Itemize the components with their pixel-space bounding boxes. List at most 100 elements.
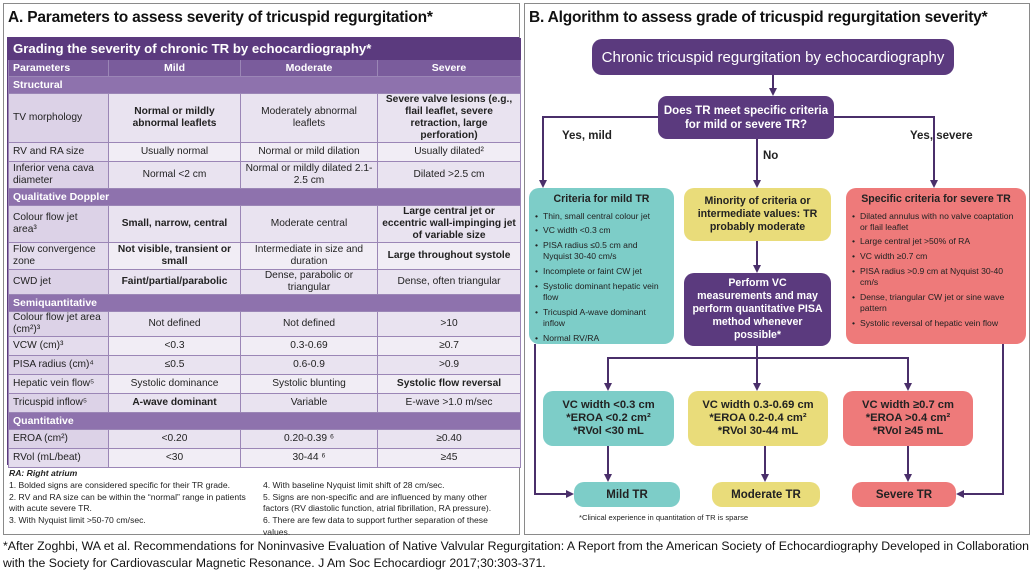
mild-cell: Usually normal — [108, 142, 241, 162]
param-cell: Colour flow jet area (cm²)³ — [8, 311, 109, 337]
criteria-severe-item: VC width ≥0.7 cm — [852, 251, 1020, 263]
citation: *After Zoghbi, WA et al. Recommendations… — [3, 539, 1029, 570]
section-row: Structural — [7, 76, 522, 94]
criteria-moderate-box: Minority of criteria or intermediate val… — [684, 188, 831, 241]
moderate-cell: 30-44 ⁶ — [240, 448, 378, 468]
note-5: 5. Signs are non-specific and are influe… — [263, 491, 492, 514]
moderate-cell: 0.20-0.39 ⁶ — [240, 429, 378, 449]
criteria-severe-item: Systolic reversal of hepatic vein flow — [852, 318, 1020, 330]
branch-label-severe: Yes, severe — [910, 130, 973, 142]
moderate-cell: 0.3-0.69 — [240, 336, 378, 356]
param-cell: Inferior vena cava diameter — [8, 161, 109, 189]
criteria-mild-title: Criteria for mild TR — [553, 193, 650, 205]
mild-cell: <0.3 — [108, 336, 241, 356]
table-row: Flow convergence zone Not visible, trans… — [8, 242, 522, 270]
param-cell: Flow convergence zone — [8, 242, 109, 270]
vc-mild-line: VC width <0.3 cm — [562, 398, 655, 411]
mild-cell: Not defined — [108, 311, 241, 337]
arrow-vc-to-vc-severe — [757, 357, 912, 391]
table-row: PISA radius (cm)⁴ ≤0.5 0.6-0.9 >0.9 — [8, 355, 522, 375]
vc-severe-line: *EROA >0.4 cm² — [865, 411, 951, 424]
table-row: Tricuspid inflow⁵ A-wave dominant Variab… — [8, 393, 522, 413]
criteria-severe-box: Specific criteria for severe TR Dilated … — [846, 188, 1026, 344]
note-4: 4. With baseline Nyquist limit shift of … — [263, 479, 445, 490]
table-notes: RA: Right atrium 1. Bolded signs are con… — [9, 468, 517, 539]
vc-moderate-box: VC width 0.3-0.69 cm *EROA 0.2-0.4 cm² *… — [688, 391, 828, 446]
criteria-mild-item: VC width <0.3 cm — [535, 225, 668, 237]
table-title: Grading the severity of chronic TR by ec… — [7, 38, 522, 60]
note-6: 6. There are few data to support further… — [263, 515, 488, 537]
moderate-cell: Systolic blunting — [240, 374, 378, 394]
severe-cell: Large central jet or eccentric wall-impi… — [376, 205, 522, 243]
severe-cell: ≥0.40 — [376, 429, 522, 449]
col-header-parameters: Parameters — [8, 59, 109, 77]
severe-cell: Large throughout systole — [376, 242, 522, 270]
mild-cell: Faint/partial/parabolic — [108, 269, 241, 295]
param-cell: EROA (cm²) — [8, 429, 109, 449]
moderate-cell: Normal or mildly dilated 2.1-2.5 cm — [240, 161, 378, 189]
table-row: Inferior vena cava diameter Normal <2 cm… — [8, 161, 522, 189]
col-header-severe: Severe — [376, 59, 522, 77]
table-row: Colour flow jet area³ Small, narrow, cen… — [8, 205, 522, 243]
table-row: TV morphology Normal or mildly abnormal … — [8, 93, 522, 143]
param-cell: CWD jet — [8, 269, 109, 295]
criteria-severe-item: Large central jet >50% of RA — [852, 236, 1020, 248]
moderate-cell: 0.6-0.9 — [240, 355, 378, 375]
mild-cell: Normal <2 cm — [108, 161, 241, 189]
notes-right: 4. With baseline Nyquist limit shift of … — [263, 480, 517, 539]
vc-mild-line: *EROA <0.2 cm² — [566, 411, 651, 424]
severe-cell: Systolic flow reversal — [376, 374, 522, 394]
severe-cell: Dense, often triangular — [376, 269, 522, 295]
outcome-severe-tr: Severe TR — [852, 482, 956, 507]
criteria-severe-item: PISA radius >0.9 cm at Nyquist 30-40 cm/… — [852, 266, 1020, 289]
vc-mild-box: VC width <0.3 cm *EROA <0.2 cm² *RVol <3… — [543, 391, 674, 446]
algo-footnote: *Clinical experience in quantitation of … — [579, 513, 749, 522]
severity-table-wrap: Grading the severity of chronic TR by ec… — [7, 37, 522, 468]
flow-arrows — [534, 75, 1004, 498]
mild-cell: A-wave dominant — [108, 393, 241, 413]
criteria-mild-item: Normal RV/RA — [535, 333, 668, 345]
severe-cell: Severe valve lesions (e.g., flail leafle… — [376, 93, 522, 143]
severe-cell: E-wave >1.0 m/sec — [376, 393, 522, 413]
table-row: Hepatic vein flow⁵ Systolic dominance Sy… — [8, 374, 522, 394]
table-row: CWD jet Faint/partial/parabolic Dense, p… — [8, 269, 522, 295]
moderate-cell: Intermediate in size and duration — [240, 242, 378, 270]
algo-start-node: Chronic tricuspid regurgitation by echoc… — [592, 39, 954, 75]
panel-b-title: B. Algorithm to assess grade of tricuspi… — [529, 9, 988, 26]
moderate-cell: Dense, parabolic or triangular — [240, 269, 378, 295]
severe-cell: ≥45 — [376, 448, 522, 468]
criteria-severe-item: Dilated annulus with no valve coaptation… — [852, 211, 1020, 234]
criteria-severe-title: Specific criteria for severe TR — [861, 193, 1011, 205]
vc-moderate-line: VC width 0.3-0.69 cm — [702, 398, 814, 411]
arrow-mild-criteria-to-out — [534, 344, 574, 498]
criteria-mild-item: PISA radius ≤0.5 cm and Nyquist 30-40 cm… — [535, 240, 668, 263]
section-structural: Structural — [7, 76, 522, 94]
severe-cell: >10 — [376, 311, 522, 337]
param-cell: VCW (cm)³ — [8, 336, 109, 356]
moderate-cell: Moderately abnormal leaflets — [240, 93, 378, 143]
panel-a-title: A. Parameters to assess severity of tric… — [8, 9, 433, 26]
table-header-row: Parameters Mild Moderate Severe — [8, 59, 522, 77]
criteria-mild-item: Systolic dominant hepatic vein flow — [535, 281, 668, 304]
param-cell: Hepatic vein flow⁵ — [8, 374, 109, 394]
vc-moderate-line: *EROA 0.2-0.4 cm² — [709, 411, 807, 424]
criteria-mild-box: Criteria for mild TR Thin, small central… — [529, 188, 674, 344]
note-3: 3. With Nyquist limit >50-70 cm/sec. — [9, 515, 146, 526]
mild-cell: <30 — [108, 448, 241, 468]
mild-cell: Systolic dominance — [108, 374, 241, 394]
table-row: Colour flow jet area (cm²)³ Not defined … — [8, 311, 522, 337]
vc-measurement-box: Perform VC measurements and may perform … — [684, 273, 831, 346]
section-row: Quantitative — [7, 412, 522, 430]
severe-cell: >0.9 — [376, 355, 522, 375]
param-cell: RVol (mL/beat) — [8, 448, 109, 468]
param-cell: Tricuspid inflow⁵ — [8, 393, 109, 413]
vc-severe-line: *RVol ≥45 mL — [872, 425, 944, 438]
algo-question-node: Does TR meet specific criteria for mild … — [658, 96, 834, 139]
param-cell: PISA radius (cm)⁴ — [8, 355, 109, 375]
table-row: VCW (cm)³ <0.3 0.3-0.69 ≥0.7 — [8, 336, 522, 356]
mild-cell: ≤0.5 — [108, 355, 241, 375]
table-row: RV and RA size Usually normal Normal or … — [8, 142, 522, 162]
vc-severe-line: VC width ≥0.7 cm — [862, 398, 954, 411]
severe-cell: Usually dilated² — [376, 142, 522, 162]
panel-b: B. Algorithm to assess grade of tricuspi… — [524, 3, 1030, 535]
